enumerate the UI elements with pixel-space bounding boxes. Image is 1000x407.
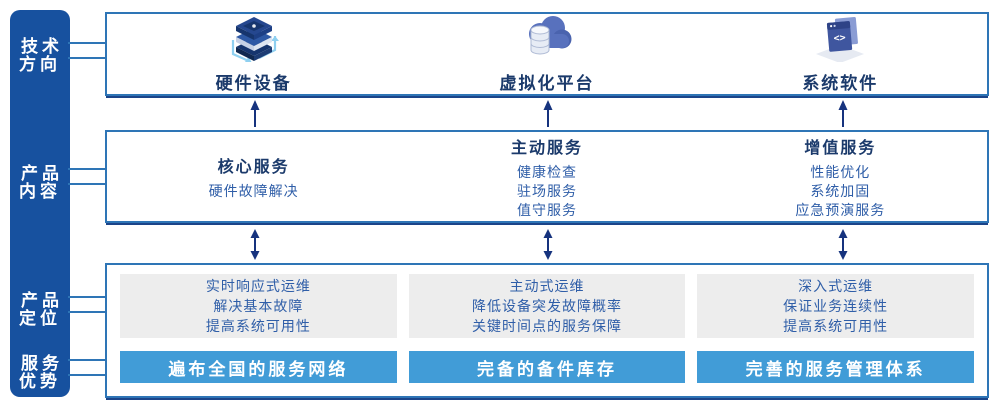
service-item: 系统加固 — [810, 182, 871, 199]
code-window-icon: <> — [811, 14, 869, 67]
rail-label-product-content: 产品 内容 — [19, 164, 63, 201]
rail-label-service-advantage: 服务 优势 — [19, 354, 63, 391]
positioning-panel: 实时响应式运维 解决基本故障 提高系统可用性 — [120, 274, 397, 339]
up-arrow-icon — [541, 99, 555, 133]
tech-direction-box: 硬件设备 虚拟化平台 — [105, 12, 989, 96]
service-item: 驻场服务 — [516, 182, 577, 199]
positioning-panel: 主动式运维 降低设备突发故障概率 关键时间点的服务保障 — [408, 274, 686, 339]
double-arrow-icon — [836, 228, 850, 266]
service-item: 健康检查 — [516, 163, 577, 180]
advantage-banner-network: 遍布全国的服务网络 — [120, 351, 397, 383]
service-col-proactive: 主动服务 健康检查 驻场服务 值守服务 — [400, 132, 693, 221]
positioning-line: 实时响应式运维 — [205, 278, 311, 295]
service-item: 应急预演服务 — [795, 201, 886, 218]
connector-line — [68, 311, 106, 313]
tech-label-hardware: 硬件设备 — [215, 74, 292, 93]
cloud-database-icon — [518, 14, 576, 67]
positioning-line: 关键时间点的服务保障 — [472, 318, 622, 335]
service-title: 主动服务 — [510, 139, 583, 157]
product-content-box: 核心服务 硬件故障解决 主动服务 健康检查 驻场服务 值守服务 增值服务 性能优… — [105, 130, 989, 223]
connector-line — [68, 296, 106, 298]
double-arrow-icon — [541, 228, 555, 266]
positioning-line: 提高系统可用性 — [205, 318, 311, 335]
positioning-col-deep: 深入式运维 保证业务连续性 提高系统可用性 完善的服务管理体系 — [697, 274, 975, 383]
double-arrow-icon — [248, 228, 262, 266]
positioning-line: 解决基本故障 — [213, 298, 304, 315]
service-item: 值守服务 — [516, 201, 577, 218]
positioning-col-proactive: 主动式运维 降低设备突发故障概率 关键时间点的服务保障 完备的备件库存 — [408, 274, 686, 383]
rail-label-tech-direction: 技术 方向 — [19, 37, 63, 74]
tech-col-hardware: 硬件设备 — [107, 14, 400, 94]
connector-line — [68, 168, 106, 170]
up-arrow-icon — [248, 99, 262, 133]
tech-col-virtualization: 虚拟化平台 — [400, 14, 693, 94]
service-title: 核心服务 — [217, 158, 290, 176]
category-rail: 技术 方向 产品 内容 产品 定位 服务 优势 — [10, 10, 70, 397]
svg-text:<>: <> — [834, 32, 847, 44]
connector-line — [68, 57, 106, 59]
positioning-box: 实时响应式运维 解决基本故障 提高系统可用性 遍布全国的服务网络 主动式运维 降… — [105, 263, 989, 398]
positioning-line: 主动式运维 — [509, 278, 585, 295]
service-item: 硬件故障解决 — [208, 182, 299, 199]
tech-label-software: 系统软件 — [802, 74, 879, 93]
service-title: 增值服务 — [804, 139, 877, 157]
connector-line — [68, 42, 106, 44]
positioning-panel: 深入式运维 保证业务连续性 提高系统可用性 — [697, 274, 975, 339]
advantage-banner-spares: 完备的备件库存 — [408, 351, 686, 383]
service-col-core: 核心服务 硬件故障解决 — [107, 132, 400, 221]
tech-label-virtualization: 虚拟化平台 — [499, 74, 595, 93]
server-stack-icon — [225, 14, 283, 67]
positioning-line: 深入式运维 — [798, 278, 874, 295]
rail-label-product-position: 产品 定位 — [19, 291, 63, 328]
positioning-line: 提高系统可用性 — [783, 318, 889, 335]
connector-line — [68, 359, 106, 361]
connector-line — [68, 374, 106, 376]
service-item: 性能优化 — [810, 163, 871, 180]
positioning-col-realtime: 实时响应式运维 解决基本故障 提高系统可用性 遍布全国的服务网络 — [120, 274, 397, 383]
service-col-value-added: 增值服务 性能优化 系统加固 应急预演服务 — [694, 132, 987, 221]
advantage-banner-management: 完善的服务管理体系 — [697, 351, 975, 383]
connector-line — [68, 183, 106, 185]
up-arrow-icon — [836, 99, 850, 133]
positioning-line: 保证业务连续性 — [783, 298, 889, 315]
positioning-line: 降低设备突发故障概率 — [472, 298, 622, 315]
tech-col-software: <> 系统软件 — [694, 14, 987, 94]
